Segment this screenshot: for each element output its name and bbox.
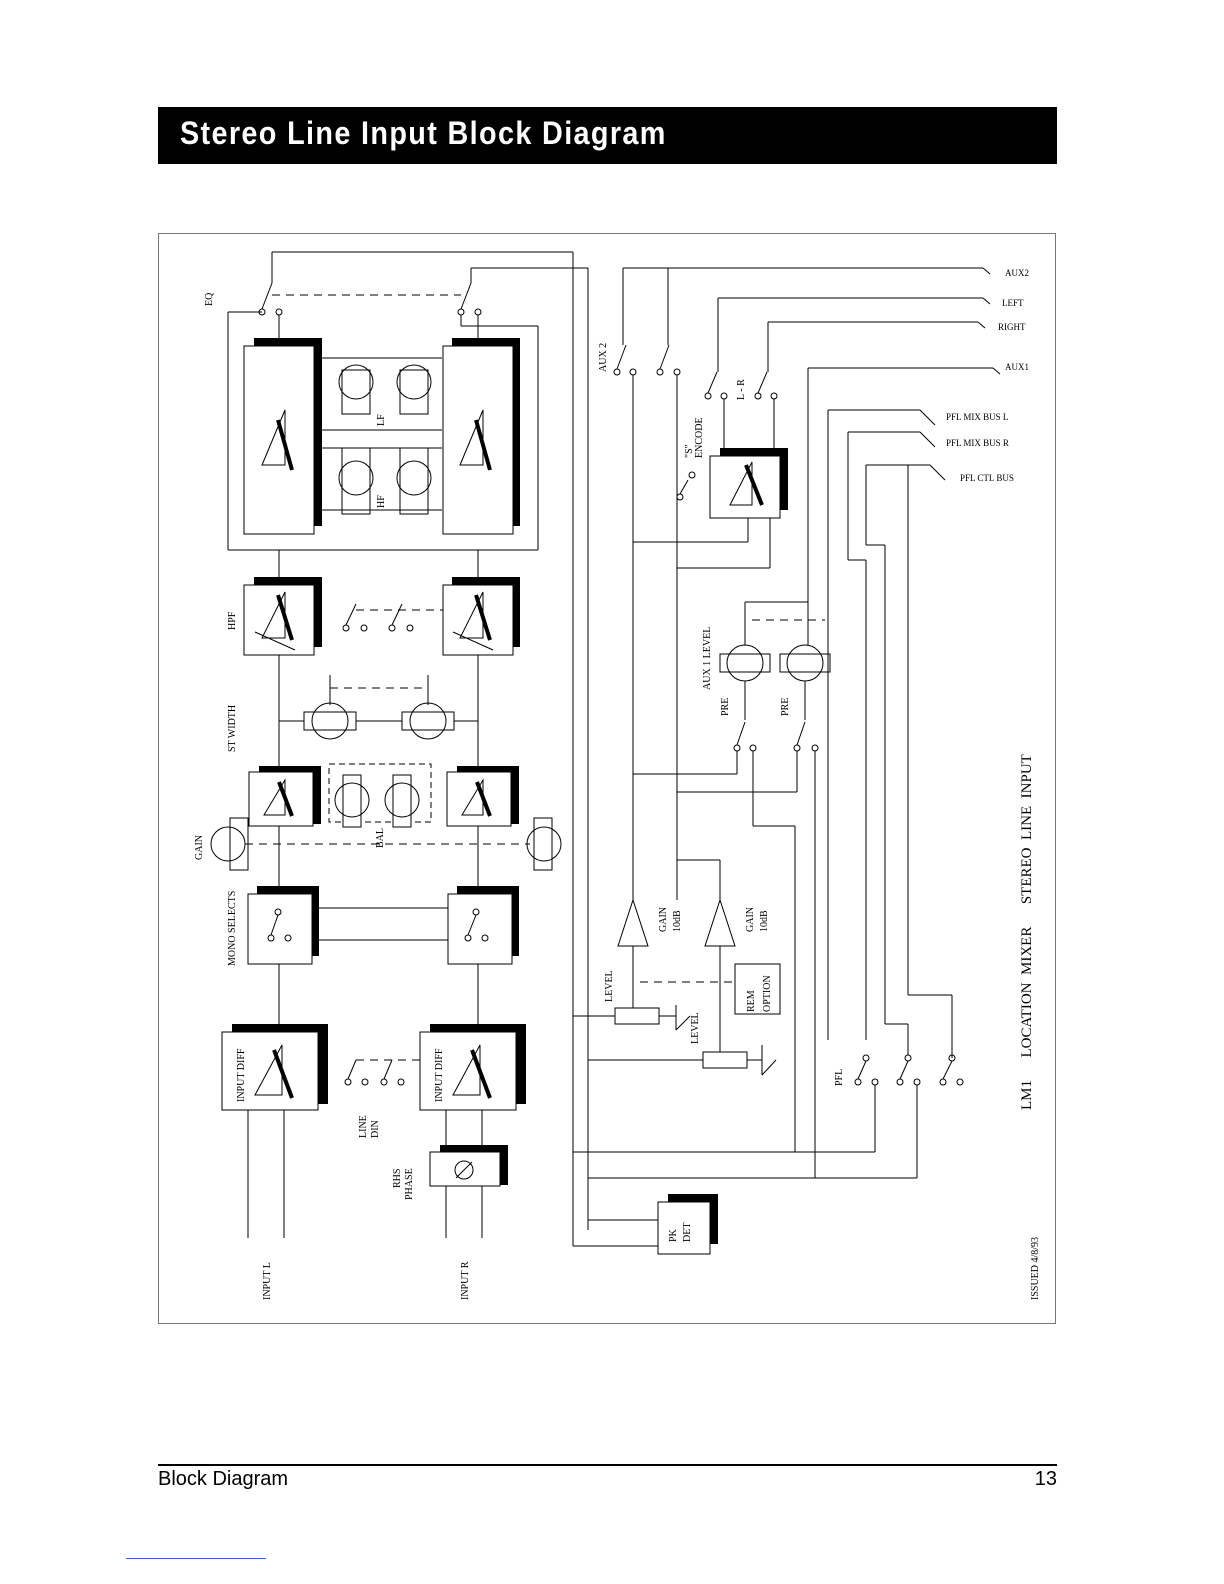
eq-switches [227,251,589,1246]
hpf-block-left [243,577,322,656]
lr-switches [704,298,778,450]
page-title: Stereo Line Input Block Diagram [180,115,667,151]
eq-label: EQ [204,292,215,306]
gain-10db-2b: 10dB [759,910,770,932]
bus-pfl-ctl-label: PFL CTL BUS [960,473,1014,483]
s-encode-block [633,448,788,569]
input-r-label: INPUT R [460,1261,471,1300]
pfl-label: PFL [834,1069,845,1086]
footer-rule [158,1464,1057,1466]
gain-pots [210,817,562,890]
s-label: "S" [684,444,695,458]
input-diff-right [419,1024,526,1111]
bus-aux1-label: AUX1 [1005,362,1029,372]
input-diff-left-label: INPUT DIFF [236,1048,247,1102]
title-bar: Stereo Line Input Block Diagram [158,107,1057,164]
st-width-pots [278,655,479,770]
mono-select-left [247,886,319,965]
l-r-label: L - R [736,379,747,400]
pfl-switches [573,410,964,1179]
rem-label: REM [746,990,757,1012]
bal-pots [328,763,432,828]
st-width-label: ST WIDTH [227,705,238,752]
aux1-level-pots [633,368,831,1178]
hf-label: HF [376,495,387,508]
line-din-switches [247,1059,420,1238]
bus-lines [623,267,1001,481]
mono-selects-label: MONO SELECTS [227,891,238,966]
lf-pots [320,357,442,431]
pk-det-block [573,1194,718,1255]
hf-pots [320,447,442,515]
gain-10db-2a: GAIN [745,907,756,932]
page-number: 13 [1034,1468,1057,1490]
aux1-level-label: AUX 1 LEVEL [702,627,713,690]
line-label: LINE [358,1115,369,1138]
eq-block-right [442,338,520,535]
det-label: DET [682,1223,693,1242]
eq-block-left [243,338,322,535]
bottom-link-underline[interactable] [126,1558,266,1559]
phase-label: PHASE [404,1168,415,1200]
pre-label-2: PRE [780,698,791,716]
pk-label: PK [668,1228,679,1242]
aux2-switch-label: AUX 2 [598,343,609,372]
diagram-frame [158,233,1056,1324]
input-l-label: INPUT L [262,1262,273,1300]
gain-label: GAIN [194,835,205,860]
bus-right-label: RIGHT [998,322,1026,332]
input-diff-left [221,1024,328,1111]
din-label: DIN [370,1120,381,1138]
hpf-label: HPF [227,611,238,630]
footer-section-title: Block Diagram [158,1468,289,1490]
gain-10db-1a: GAIN [658,907,669,932]
bus-aux2-label: AUX2 [1005,268,1029,278]
hpf-block-right [442,577,520,656]
bal-block-right [446,766,519,827]
bal-label: BAL [375,828,386,848]
bus-pfl-r-label: PFL MIX BUS R [946,438,1009,448]
bal-block-left [248,766,321,827]
issued-label: ISSUED 4/8/93 [1030,1237,1041,1300]
aux2-switches [613,268,681,900]
gain-10db-1b: 10dB [672,910,683,932]
hpf-switches [278,550,479,632]
diagram-big-title: LM1 LOCATION MIXER STEREO LINE INPUT [1019,754,1035,1110]
rhs-label: RHS [392,1169,403,1188]
bus-left-label: LEFT [1002,298,1024,308]
input-diff-right-label: INPUT DIFF [434,1048,445,1102]
mono-select-right [278,886,519,1030]
level-label-1: LEVEL [604,970,615,1002]
gain-10db-amps [617,859,736,1052]
pre-label-1: PRE [720,698,731,716]
bus-pfl-l-label: PFL MIX BUS L [946,412,1008,422]
option-label: OPTION [762,975,773,1012]
level-faders [573,963,781,1076]
encode-label: ENCODE [694,417,705,458]
phase-block [429,1110,508,1238]
level-label-2: LEVEL [690,1012,701,1044]
lf-label: LF [376,414,387,426]
